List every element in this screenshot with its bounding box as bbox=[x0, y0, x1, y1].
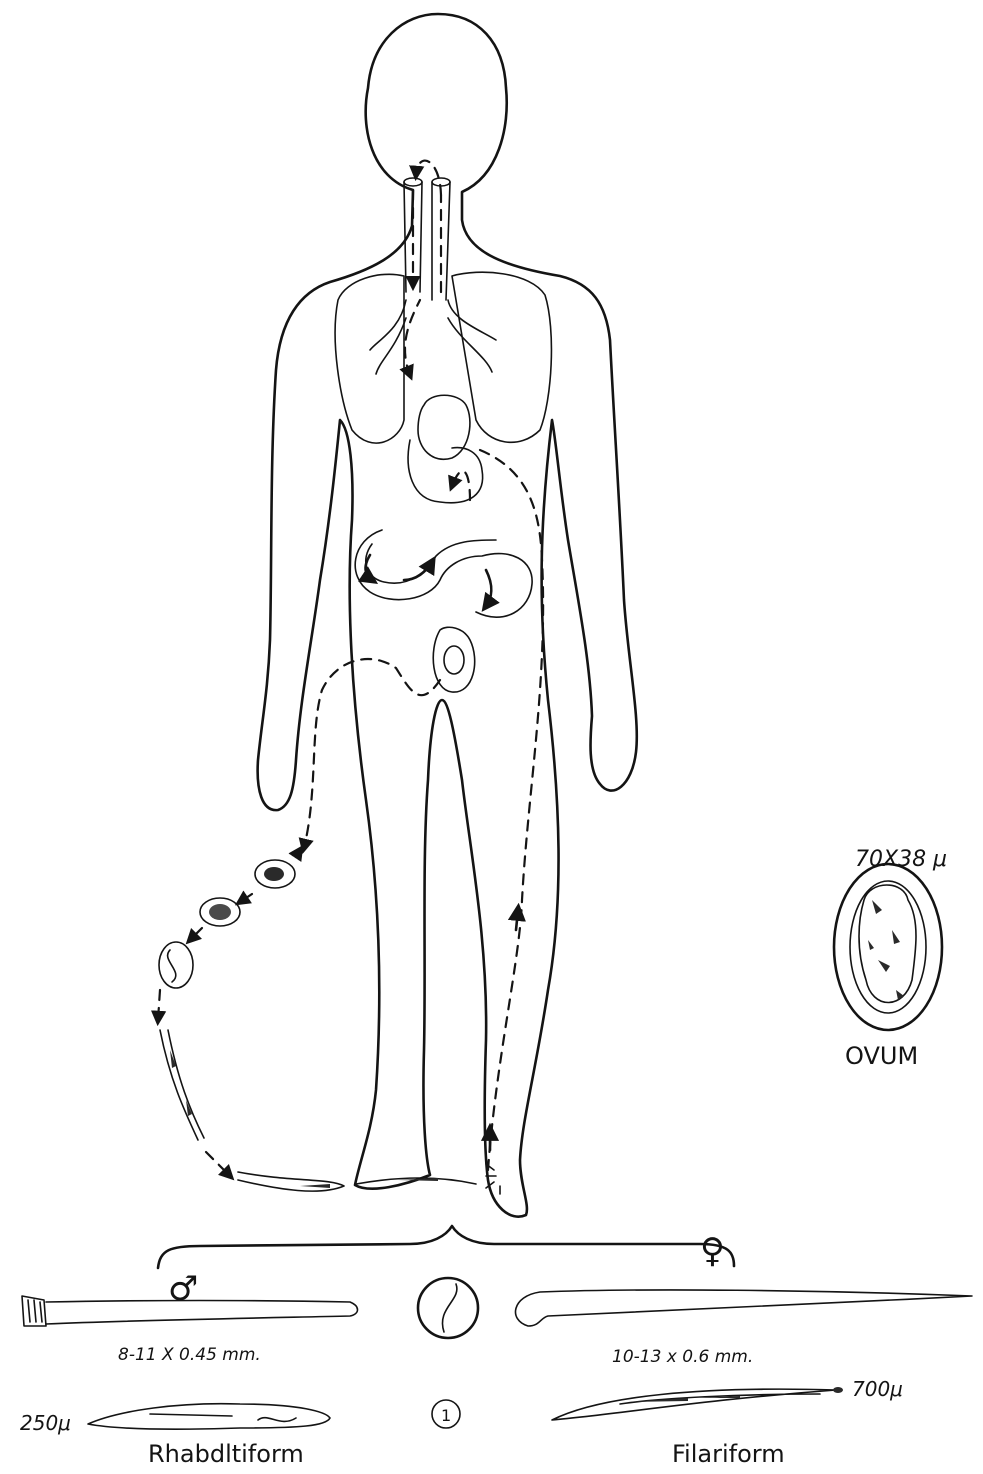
male-symbol: ♂ bbox=[168, 1269, 198, 1309]
egg-development-1 bbox=[255, 860, 295, 888]
egg-hatching bbox=[159, 942, 193, 988]
rhabditiform-caption: Rhabdltiform bbox=[148, 1440, 304, 1468]
egg-development-2 bbox=[200, 898, 240, 926]
rhabditiform-larva bbox=[88, 1404, 330, 1430]
female-symbol: ♀ bbox=[700, 1231, 725, 1271]
female-size-label: 10-13 x 0.6 mm. bbox=[612, 1347, 753, 1367]
ovum-illustration bbox=[834, 864, 942, 1030]
plate-number: 1 bbox=[432, 1400, 460, 1428]
filariform-larva-soil bbox=[238, 1172, 344, 1191]
rhabditiform-larva-soil bbox=[160, 1030, 204, 1140]
adult-female-worm bbox=[516, 1290, 973, 1326]
heart bbox=[418, 395, 470, 459]
filariform-size-label: 700μ bbox=[852, 1377, 903, 1401]
rhabditiform-size-label: 250μ bbox=[20, 1411, 71, 1435]
route-migration bbox=[480, 450, 543, 1170]
plate-number-label: 1 bbox=[441, 1406, 451, 1425]
ovum-label: OVUM bbox=[845, 1042, 918, 1070]
lungs bbox=[335, 272, 551, 443]
grouping-brace bbox=[158, 1226, 734, 1268]
plate-circle-worm bbox=[418, 1278, 478, 1338]
route-feces bbox=[304, 659, 440, 848]
human-body-outline bbox=[258, 14, 637, 1217]
filariform-caption: Filariform bbox=[672, 1440, 785, 1468]
adult-male-worm bbox=[22, 1296, 358, 1326]
ovum-size-label: 70X38 μ bbox=[855, 847, 947, 872]
filariform-larva bbox=[552, 1387, 843, 1420]
male-size-label: 8-11 X 0.45 mm. bbox=[118, 1345, 261, 1365]
intestines bbox=[355, 440, 532, 692]
